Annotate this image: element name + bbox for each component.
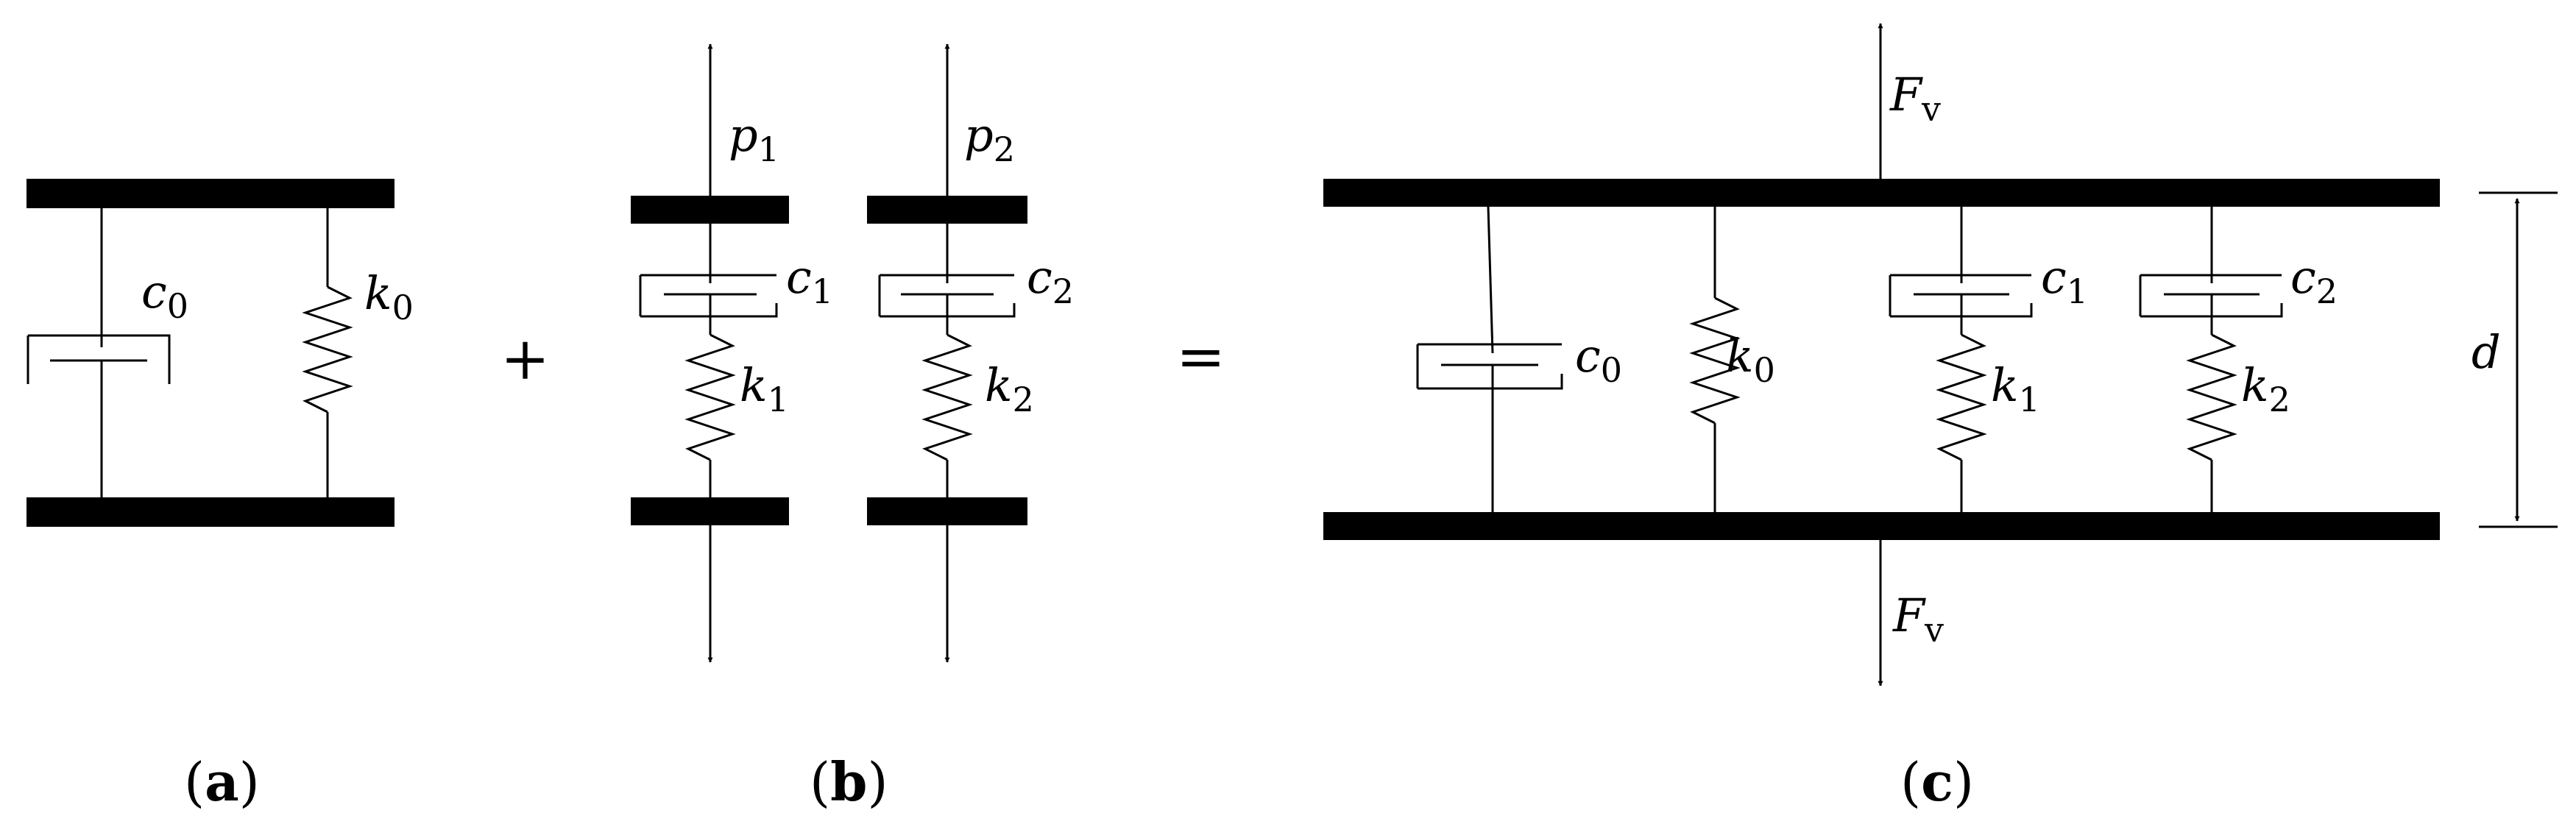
panel-b-element-1 xyxy=(631,43,789,663)
k-symbol: k xyxy=(985,358,1013,412)
damper-c0-c xyxy=(1416,206,1563,512)
bottom-plate-c xyxy=(1323,512,2440,540)
caption-b: (b) xyxy=(810,750,888,813)
k-symbol: k xyxy=(1726,329,1754,383)
k0-subscript: 0 xyxy=(392,288,414,327)
c0-subscript: 0 xyxy=(1601,350,1622,390)
label-c0-c: c0 xyxy=(1575,329,1622,390)
k1-subscript: 1 xyxy=(768,380,789,419)
panel-a: c0 k0 xyxy=(26,179,414,527)
label-k0-c: k0 xyxy=(1726,329,1775,390)
c1-subscript: 1 xyxy=(2067,271,2088,311)
label-k1-b: k1 xyxy=(740,358,789,419)
p-symbol: p xyxy=(964,108,994,162)
fv-subscript: v xyxy=(1921,89,1941,129)
caption-c-close: ) xyxy=(1953,751,1974,813)
caption-c-open: ( xyxy=(1900,751,1921,813)
d-symbol: d xyxy=(2471,325,2501,379)
bottom-plate-b2 xyxy=(867,497,1027,525)
label-c2-b: c2 xyxy=(1027,250,1074,311)
k0-subscript: 0 xyxy=(1754,350,1775,390)
plus-sign: + xyxy=(500,324,550,393)
F-symbol: F xyxy=(1892,589,1926,642)
panel-c xyxy=(1323,23,2558,686)
label-k2-c: k2 xyxy=(2241,358,2290,419)
bottom-plate-b1 xyxy=(631,497,789,525)
caption-b-letter: b xyxy=(830,750,867,813)
label-c1-b: c1 xyxy=(786,250,833,311)
spring-k1-b xyxy=(684,333,736,461)
caption-a: (a) xyxy=(184,750,260,813)
bottom-plate-a xyxy=(26,497,394,527)
dimension-d xyxy=(2479,191,2558,528)
c2-subscript: 2 xyxy=(2316,271,2338,311)
label-c2-c: c2 xyxy=(2290,250,2338,311)
p-symbol: p xyxy=(729,108,758,162)
label-c1-c: c1 xyxy=(2041,250,2088,311)
F-symbol: F xyxy=(1889,68,1923,121)
spring-k0-c xyxy=(1689,207,1741,512)
top-plate-a xyxy=(26,179,394,208)
maxwell-branch-1-c xyxy=(1889,207,2033,512)
caption-a-close: ) xyxy=(239,751,260,813)
c-symbol: c xyxy=(786,250,812,304)
caption-a-open: ( xyxy=(184,751,205,813)
top-plate-c xyxy=(1323,179,2440,207)
p1-subscript: 1 xyxy=(758,129,779,169)
label-k2-b: k2 xyxy=(985,358,1034,419)
label-c0-a: c0 xyxy=(141,265,188,326)
top-plate-b2 xyxy=(867,196,1027,224)
c2-subscript: 2 xyxy=(1052,271,1074,311)
k-symbol: k xyxy=(364,266,392,320)
label-fv-top: Fv xyxy=(1889,68,1941,129)
c-symbol: c xyxy=(1027,250,1052,304)
label-k0-a: k0 xyxy=(364,266,414,327)
c-symbol: c xyxy=(141,265,167,319)
k1-subscript: 1 xyxy=(2019,380,2040,419)
k-symbol: k xyxy=(1991,358,2019,412)
damper-c0-a xyxy=(26,208,171,497)
caption-b-open: ( xyxy=(810,751,830,813)
maxwell-branch-2-c xyxy=(2139,207,2283,512)
caption-c-letter: c xyxy=(1921,750,1953,813)
panel-b-element-2 xyxy=(867,43,1027,663)
top-plate-b1 xyxy=(631,196,789,224)
caption-b-close: ) xyxy=(867,751,888,813)
spring-k2-b xyxy=(921,333,973,461)
c-symbol: c xyxy=(1575,329,1601,383)
label-p2: p2 xyxy=(964,108,1015,169)
k2-subscript: 2 xyxy=(1013,380,1034,419)
caption-a-letter: a xyxy=(205,750,239,813)
c0-subscript: 0 xyxy=(167,286,188,326)
caption-c: (c) xyxy=(1900,750,1974,813)
c-symbol: c xyxy=(2041,250,2067,304)
fv-subscript: v xyxy=(1924,610,1944,650)
equals-sign: = xyxy=(1176,322,1225,391)
k-symbol: k xyxy=(740,358,768,412)
k2-subscript: 2 xyxy=(2269,380,2290,419)
c-symbol: c xyxy=(2290,250,2316,304)
spring-k0-a xyxy=(302,208,353,497)
label-d: d xyxy=(2471,325,2501,379)
label-k1-c: k1 xyxy=(1991,358,2040,419)
label-fv-bottom: Fv xyxy=(1892,589,1944,650)
label-p1: p1 xyxy=(729,108,779,169)
c1-subscript: 1 xyxy=(812,271,833,311)
k-symbol: k xyxy=(2241,358,2269,412)
p2-subscript: 2 xyxy=(994,129,1015,169)
